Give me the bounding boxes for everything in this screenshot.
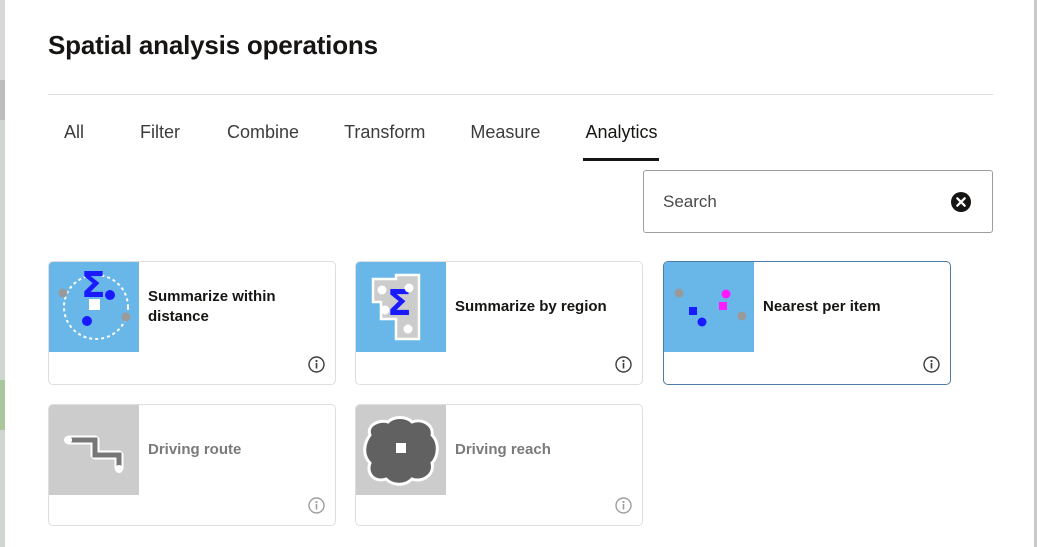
info-circle-icon[interactable]: [308, 356, 325, 373]
circle-x-icon[interactable]: [951, 192, 971, 212]
tab-measure[interactable]: Measure: [470, 122, 541, 142]
operation-card-driving-reach[interactable]: Driving reach: [355, 404, 643, 526]
svg-text:Σ: Σ: [81, 265, 106, 306]
info-circle-icon[interactable]: [615, 497, 632, 514]
summarize-within-distance-icon: Σ: [49, 262, 139, 352]
tab-all[interactable]: All: [64, 122, 85, 142]
operation-card-summarize-by-region[interactable]: Σ Summarize by region: [355, 261, 643, 385]
tab-transform[interactable]: Transform: [344, 122, 426, 142]
tab-filter[interactable]: Filter: [140, 122, 181, 142]
nearest-per-item-icon: [664, 262, 754, 352]
tab-analytics[interactable]: Analytics: [583, 110, 660, 162]
info-circle-icon[interactable]: [923, 356, 940, 373]
spatial-analysis-dialog: Spatial analysis operations All Filter C…: [5, 0, 1034, 547]
operation-card-summarize-within-distance[interactable]: Σ Summarize within distance: [48, 261, 336, 385]
operation-label: Nearest per item: [763, 298, 881, 315]
operation-label: Summarize by region: [455, 298, 607, 315]
background-edge-left: [0, 0, 5, 547]
operation-label: Driving reach: [455, 441, 551, 458]
background-edge-right: [1034, 0, 1037, 547]
operation-card-driving-route[interactable]: Driving route: [48, 404, 336, 526]
dialog-title: Spatial analysis operations: [48, 30, 378, 60]
title-divider: [48, 94, 993, 95]
info-circle-icon[interactable]: [308, 497, 325, 514]
driving-reach-icon: [356, 405, 446, 495]
category-tabs: All Filter Combine Transform Measure Ana…: [48, 110, 660, 162]
tab-combine[interactable]: Combine: [227, 122, 300, 142]
info-circle-icon[interactable]: [615, 356, 632, 373]
search-input[interactable]: [663, 171, 943, 232]
summarize-by-region-icon: Σ: [356, 262, 446, 352]
driving-route-icon: [49, 405, 139, 495]
search-box: [643, 170, 993, 233]
operation-label: Driving route: [148, 441, 242, 458]
operation-card-nearest-per-item[interactable]: Nearest per item: [663, 261, 951, 385]
operation-label: Summarize within distance: [148, 288, 276, 325]
